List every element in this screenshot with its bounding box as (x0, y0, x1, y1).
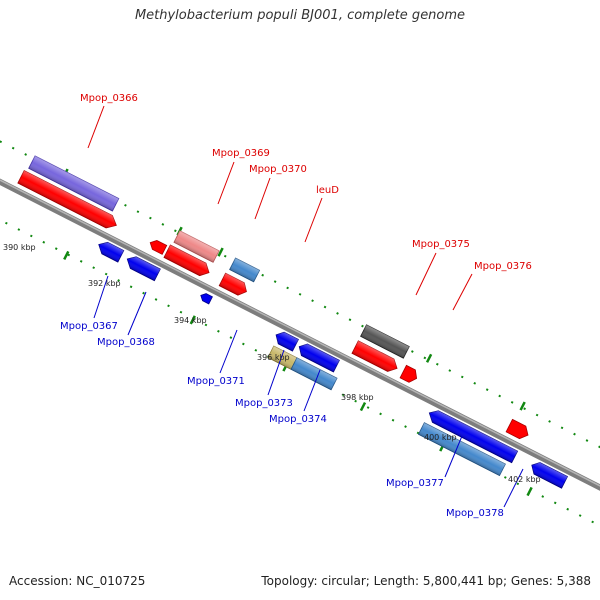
gene-mpop-0367[interactable] (96, 239, 125, 263)
gene-label-mpop-0374: Mpop_0374 (269, 414, 327, 425)
gene-leud[interactable] (229, 257, 261, 283)
gene-feature-red-leud[interactable] (218, 272, 249, 298)
gene-label-mpop-0368: Mpop_0368 (97, 337, 155, 348)
gene-mpop-0368[interactable] (124, 254, 161, 282)
scale-label-394: 394 kbp (174, 316, 207, 325)
scale-label-396: 396 kbp (257, 353, 290, 362)
scale-label-400: 400 kbp (424, 433, 457, 442)
gene-mpop-0366[interactable] (28, 155, 120, 212)
inner-dotted-track (0, 164, 600, 548)
scale-label-390: 390 kbp (3, 243, 36, 252)
gene-mpop-0374[interactable] (290, 357, 338, 391)
scale-label-402: 402 kbp (508, 475, 541, 484)
gene-mpop-0371[interactable] (199, 292, 213, 305)
gene-mpop-0377[interactable] (426, 408, 519, 464)
gene-label-mpop-0367: Mpop_0367 (60, 321, 118, 332)
gene-label-mpop-0369: Mpop_0369 (212, 148, 270, 159)
accession-text: Accession: NC_010725 (9, 574, 146, 588)
gene-label-leud: leuD (316, 185, 339, 196)
gene-feature-small-red-2[interactable] (399, 364, 420, 384)
gene-feature-blue-a[interactable] (273, 329, 299, 352)
gene-feature-small-red[interactable] (148, 238, 168, 255)
gene-label-mpop-0375: Mpop_0375 (412, 239, 470, 250)
gene-mpop-0369[interactable] (173, 230, 220, 263)
gene-mpop-0378[interactable] (417, 422, 506, 477)
gene-label-mpop-0376: Mpop_0376 (474, 261, 532, 272)
gene-mpop-0375[interactable] (360, 324, 410, 359)
gene-feature-blue-b[interactable] (296, 341, 340, 373)
gene-feature-red-arrow[interactable] (17, 170, 120, 232)
gene-label-mpop-0378: Mpop_0378 (446, 508, 504, 519)
genome-summary-text: Topology: circular; Length: 5,800,441 bp… (261, 574, 591, 588)
scale-label-392: 392 kbp (88, 279, 121, 288)
gene-label-mpop-0373: Mpop_0373 (235, 398, 293, 409)
genome-backbone (0, 132, 600, 520)
gene-label-mpop-0366: Mpop_0366 (80, 93, 138, 104)
scale-label-398: 398 kbp (341, 393, 374, 402)
gene-feature-blue-right[interactable] (529, 460, 569, 489)
gene-label-mpop-0371: Mpop_0371 (187, 376, 245, 387)
gene-label-mpop-0370: Mpop_0370 (249, 164, 307, 175)
gene-feature-red-edge[interactable] (505, 418, 531, 441)
map-title: Methylobacterium populi BJ001, complete … (134, 8, 466, 23)
gene-mpop-0370[interactable] (163, 244, 212, 279)
gene-mpop-0376[interactable] (351, 340, 400, 375)
gene-label-mpop-0377: Mpop_0377 (386, 478, 444, 489)
